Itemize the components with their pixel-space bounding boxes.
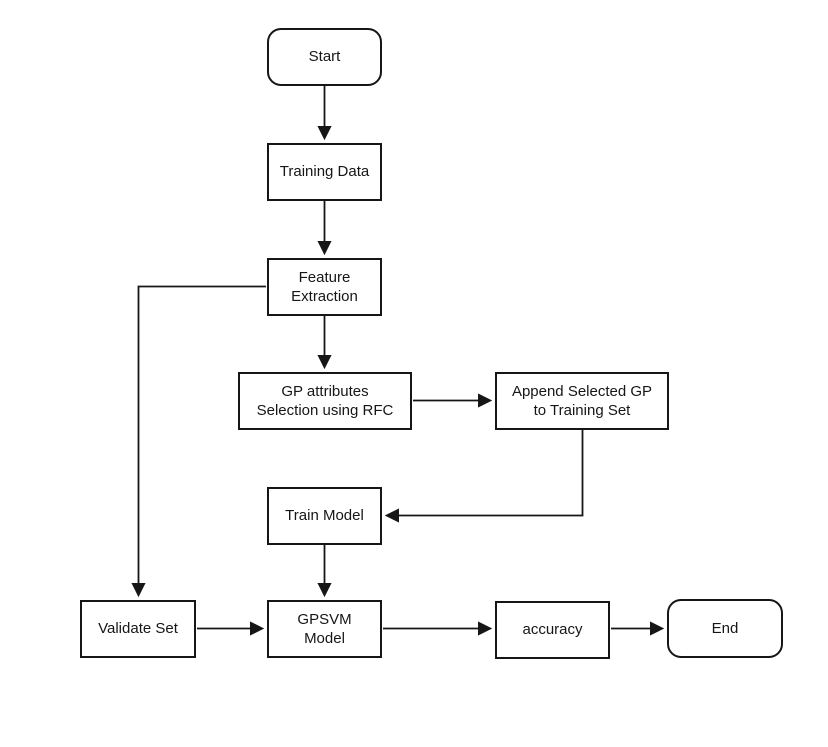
node-end: End (667, 599, 783, 658)
node-training-data: Training Data (267, 143, 382, 201)
node-gp-attributes-selection: GP attributes Selection using RFC (238, 372, 412, 430)
node-train-model: Train Model (267, 487, 382, 545)
node-start: Start (267, 28, 382, 86)
node-gpsvm-model: GPSVM Model (267, 600, 382, 658)
node-validate-set: Validate Set (80, 600, 196, 658)
node-feature-extraction: Feature Extraction (267, 258, 382, 316)
edge-append-gp-to-train-model (384, 430, 584, 523)
node-accuracy: accuracy (495, 601, 610, 659)
node-append-selected-gp: Append Selected GP to Training Set (495, 372, 669, 430)
edge-feature-extraction-to-validate-set (131, 285, 266, 598)
